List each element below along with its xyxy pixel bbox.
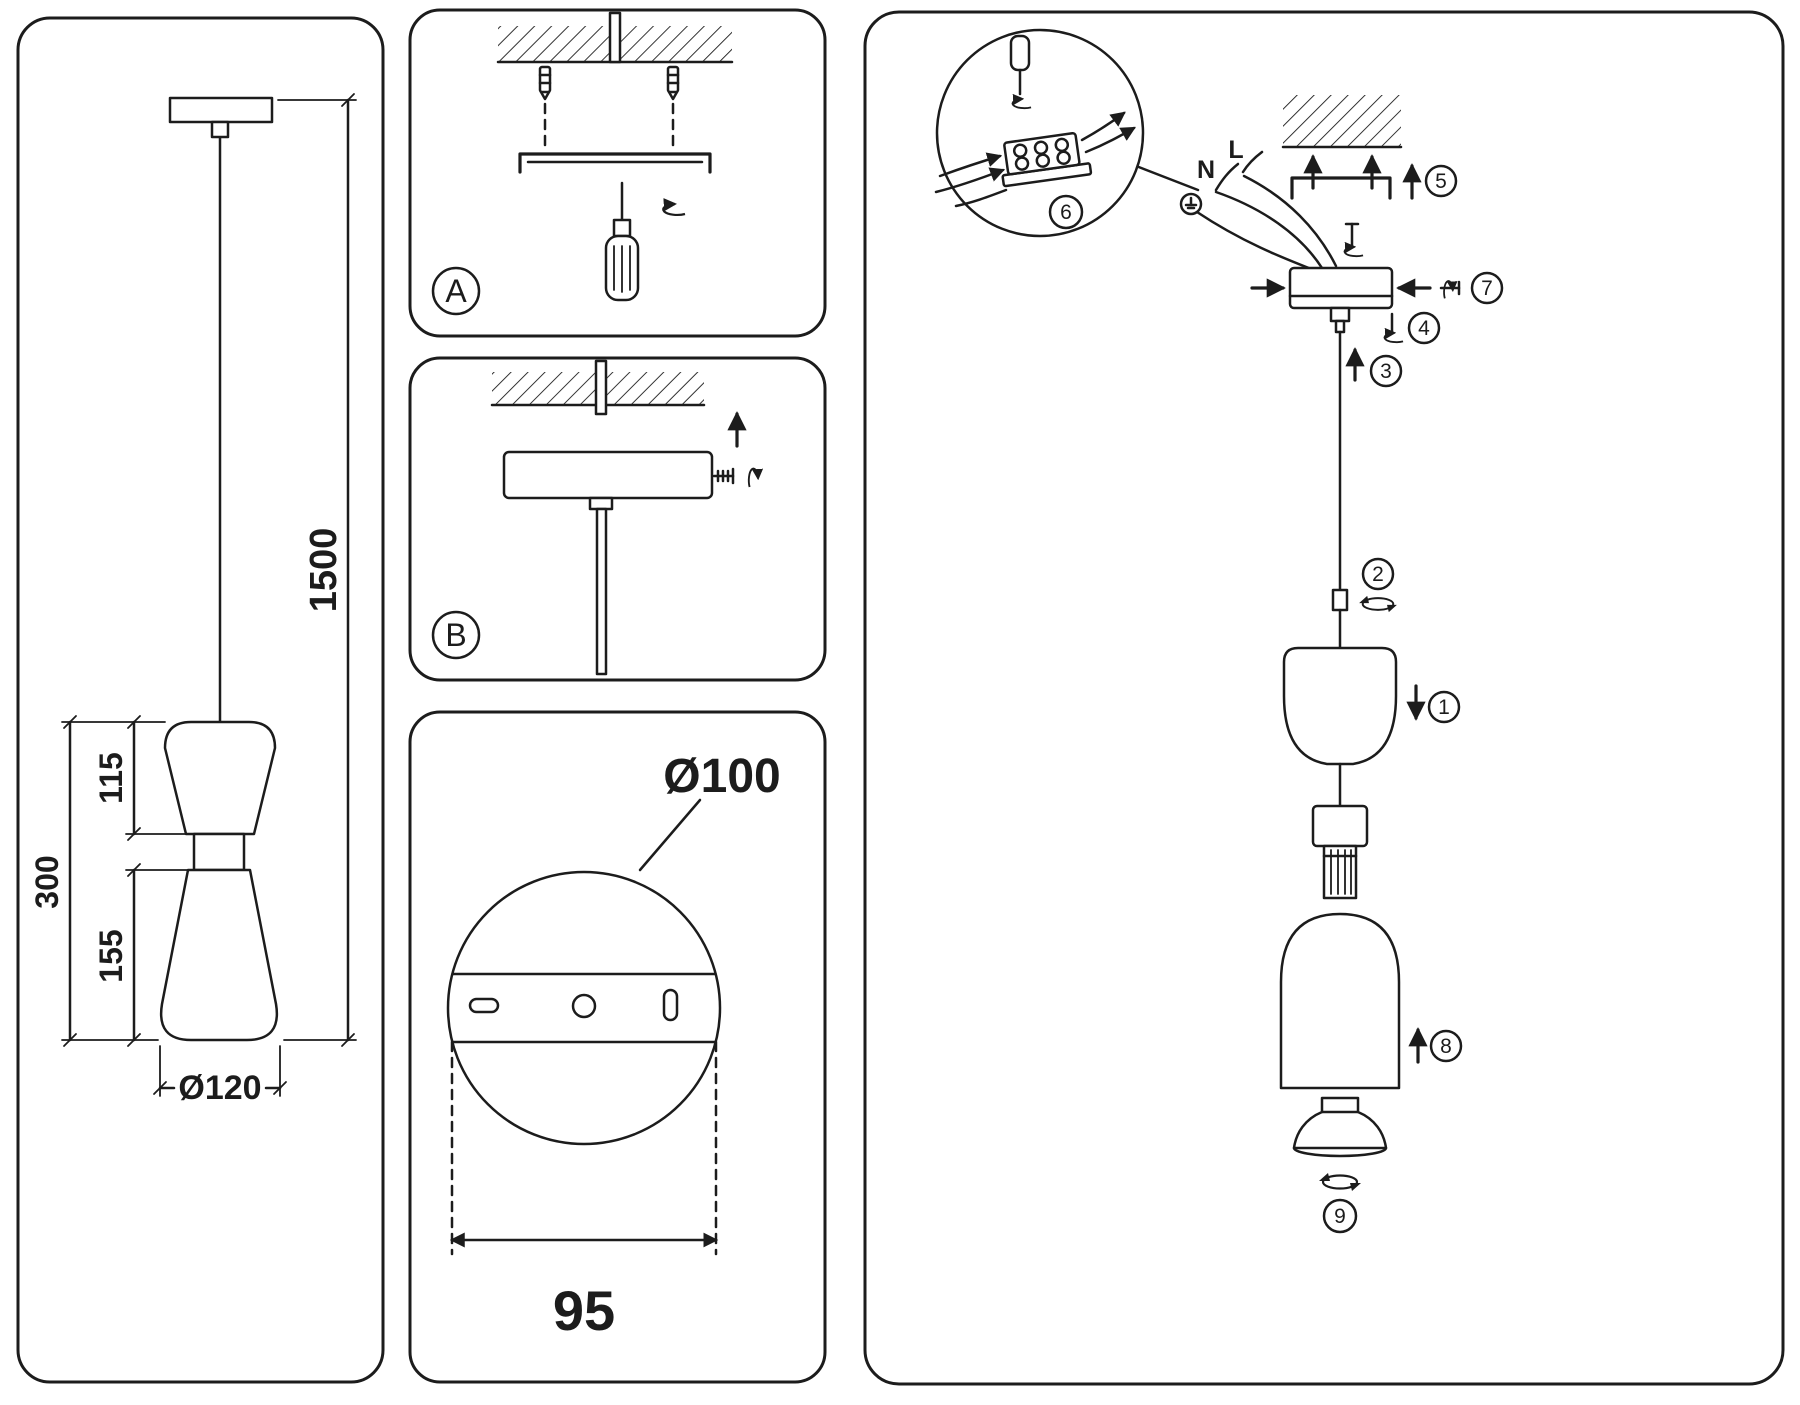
lower-shade (1279, 912, 1401, 1090)
wire-in-arrow-icon (934, 167, 1006, 194)
step-b-label: B (445, 617, 466, 653)
canopy-plate (502, 450, 714, 676)
step-2-label: 2 (1372, 563, 1384, 586)
step-9-label: 9 (1334, 1205, 1346, 1228)
dim-lower-shade: 155 (93, 863, 141, 1047)
mount-slot (468, 997, 500, 1014)
step-2-badge: 2 (1361, 557, 1395, 591)
ceiling-pipe (608, 11, 622, 64)
wiring-detail-inset: 6 (934, 28, 1145, 238)
mount-step-b-panel: B (408, 356, 827, 682)
diffuser (1292, 1096, 1388, 1158)
dimension-panel: 1500 115 155 300 (16, 16, 385, 1384)
canopy-plate-top-view (446, 870, 722, 1146)
lower-shade (159, 868, 279, 1042)
dim-upper-shade: 115 (93, 715, 141, 841)
mounting-bracket (1290, 176, 1392, 200)
upper-shade (163, 720, 277, 836)
dim-body: 300 (29, 715, 77, 1047)
screwdriver (604, 181, 640, 302)
cord-stop (1331, 588, 1349, 612)
step-a-badge: A (431, 266, 481, 316)
ceiling-pipe (594, 359, 608, 416)
extension-lines (61, 721, 189, 1041)
mount-slot (662, 988, 679, 1022)
step-3-badge: 3 (1369, 354, 1403, 388)
socket-assembly (1311, 804, 1369, 900)
side-screw-turn-icon (1439, 281, 1461, 298)
grip-turn-icon (1345, 222, 1364, 256)
step-3-label: 3 (1380, 360, 1392, 383)
step-b-badge: B (431, 610, 481, 660)
mount-step-a-panel: A (408, 8, 827, 338)
dim-plate-diameter-label: Ø100 (663, 750, 780, 803)
wire-live-label: L (1228, 136, 1243, 164)
upper-shade (1282, 646, 1398, 766)
dim-diameter-label: Ø120 (178, 1069, 261, 1107)
step-4-badge: 4 (1407, 311, 1441, 345)
assembly-panel: 5 N L (863, 10, 1785, 1386)
terminal-block (1001, 132, 1093, 188)
waist-ring (192, 832, 246, 872)
step-6-label: 6 (1060, 201, 1072, 224)
dim-cord-length-label: 1500 (303, 528, 345, 613)
wall-anchor-icon (666, 65, 680, 101)
step-8-badge: 8 (1429, 1029, 1463, 1063)
mounting-bracket (518, 152, 712, 174)
cable-hole (571, 993, 597, 1019)
dim-lower-shade-label: 155 (93, 929, 129, 982)
step-4-label: 4 (1418, 317, 1430, 340)
canopy (1288, 266, 1394, 310)
step-1-label: 1 (1438, 696, 1450, 719)
side-screw-icon (712, 467, 735, 485)
ground-symbol-icon (1179, 192, 1203, 216)
step-5-label: 5 (1435, 170, 1447, 193)
step-1-badge: 1 (1427, 690, 1461, 724)
step-4-turn-icon (1385, 312, 1404, 342)
ceiling-hatch (1283, 95, 1401, 147)
step-6-badge: 6 (1048, 194, 1084, 230)
wire-out-arrow-icon (1080, 111, 1126, 142)
cord-grip (1329, 306, 1351, 334)
step-8-label: 8 (1440, 1035, 1452, 1058)
leader-line (638, 798, 702, 872)
step-7-badge: 7 (1470, 271, 1504, 305)
dim-hole-spacing-label: 95 (553, 1279, 615, 1342)
dim-cord-length: 1500 (277, 93, 357, 1047)
plate-detail-panel: Ø100 95 (408, 710, 827, 1384)
wire (954, 188, 1008, 208)
step-5-badge: 5 (1424, 164, 1458, 198)
wire-neutral-label: N (1197, 156, 1215, 184)
screwdriver-icon (1009, 34, 1031, 96)
wire-out-arrow-icon (1084, 126, 1136, 154)
wall-anchor-icon (538, 65, 552, 101)
step-7-label: 7 (1481, 277, 1493, 300)
dim-body-label: 300 (29, 855, 65, 908)
bracket-screw-up-arrow-icon (1303, 154, 1382, 190)
step-a-label: A (445, 273, 467, 309)
step-9-badge: 9 (1322, 1198, 1358, 1234)
wire-in-arrow-icon (938, 152, 1003, 178)
inset-leader-line (1129, 162, 1200, 192)
dim-diameter: Ø120 (153, 1045, 287, 1107)
pendant-lamp-side-view (159, 96, 279, 1042)
dim-upper-shade-label: 115 (93, 752, 129, 804)
